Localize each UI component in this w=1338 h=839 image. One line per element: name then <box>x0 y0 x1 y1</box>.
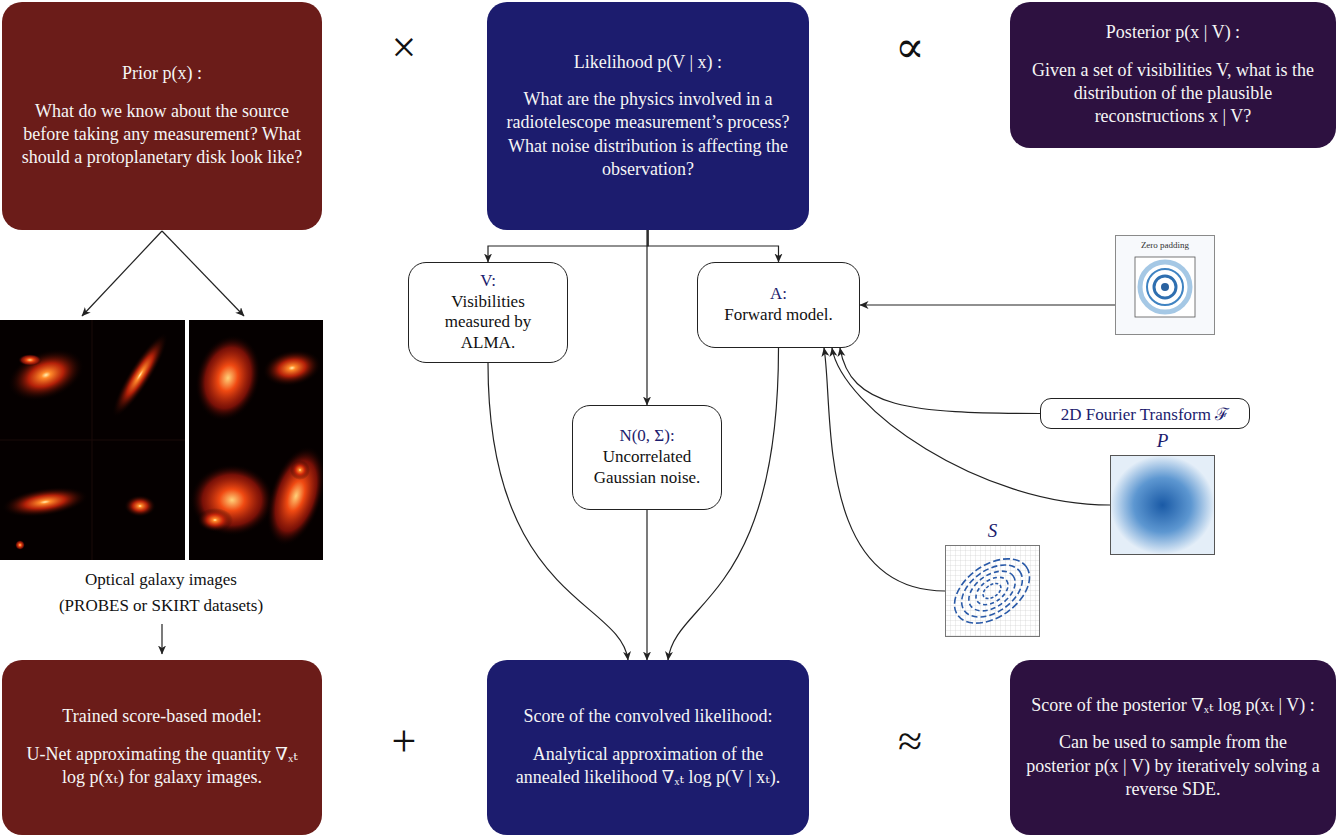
node-heading: Zero padding <box>1115 240 1215 250</box>
node-body: What do we know about the source before … <box>18 100 306 170</box>
arrow-connector <box>840 348 1040 414</box>
node-body: Forward model. <box>708 305 849 326</box>
node-heading: Score of the convolved likelihood: <box>503 705 793 728</box>
zero-padding-node: Zero padding <box>1115 235 1215 335</box>
leader-line <box>82 231 162 316</box>
sampling-mask-image <box>945 545 1040 637</box>
node-body: What are the physics involved in a radio… <box>503 88 793 182</box>
visibilities-box: V:Visibilities measured by ALMA. <box>408 262 568 363</box>
prior-box: Prior p(x) : What do we know about the so… <box>2 2 322 230</box>
node-heading: Posterior p(x | V) : <box>1026 21 1320 44</box>
primary-beam-image <box>1110 455 1215 555</box>
node-heading: A: <box>708 284 849 305</box>
galaxy-images <box>0 320 323 560</box>
likelihood-box: Likelihood p(V | x) : What are the physic… <box>487 2 809 230</box>
fourier-box: 2D Fourier Transform ℱ <box>1040 398 1250 429</box>
score-model-box: Trained score-based model: U-Net approxim… <box>2 660 322 835</box>
node-body: U-Net approximating the quantity ∇ₓₜ log… <box>18 743 306 790</box>
caption-text: (PROBES or SKIRT datasets) <box>0 596 322 616</box>
node-body: Can be used to sample from the posterior… <box>1026 731 1320 801</box>
operator-symbol: ≈ <box>870 716 950 769</box>
node-heading: P <box>1110 430 1215 452</box>
node-heading: Score of the posterior ∇ₓₜ log p(xₜ | V)… <box>1026 694 1320 717</box>
node-heading: 2D Fourier Transform ℱ <box>1051 402 1239 425</box>
leader-line <box>161 624 162 654</box>
node-body: Analytical approximation of the annealed… <box>503 743 793 790</box>
forward-model-box: A:Forward model. <box>697 262 860 348</box>
arrow-connector <box>648 230 779 262</box>
zero-padding-image <box>1115 235 1215 335</box>
posterior-box: Posterior p(x | V) : Given a set of visib… <box>1010 2 1336 148</box>
leader-line <box>162 231 244 316</box>
arrow-connector <box>860 304 1115 305</box>
operator-symbol: ∝ <box>870 22 950 75</box>
node-body: Uncorrelated Gaussian noise. <box>583 447 711 488</box>
node-heading: V: <box>419 271 557 292</box>
arrow-connector <box>824 348 945 591</box>
node-body: Visibilities measured by ALMA. <box>419 292 557 354</box>
sampling-mask-node: S <box>945 545 1040 637</box>
node-body: Given a set of visibilities V, what is t… <box>1026 59 1320 129</box>
node-heading: Trained score-based model: <box>18 705 306 728</box>
operator-symbol: + <box>364 716 444 769</box>
operator-symbol: × <box>364 22 444 75</box>
posterior-score-box: Score of the posterior ∇ₓₜ log p(xₜ | V)… <box>1010 660 1336 835</box>
arrow-connector <box>646 230 647 405</box>
arrow-connector <box>488 230 648 262</box>
node-heading: Prior p(x) : <box>18 62 306 85</box>
arrow-connector <box>646 510 647 660</box>
node-heading: Likelihood p(V | x) : <box>503 51 793 74</box>
likelihood-score-box: Score of the convolved likelihood: Analyt… <box>487 660 809 835</box>
node-heading: N(0, Σ): <box>583 426 711 447</box>
node-heading: S <box>945 520 1040 542</box>
caption-text: Optical galaxy images <box>0 570 322 590</box>
noise-box: N(0, Σ):Uncorrelated Gaussian noise. <box>572 405 722 510</box>
primary-beam-node: P <box>1110 455 1215 555</box>
